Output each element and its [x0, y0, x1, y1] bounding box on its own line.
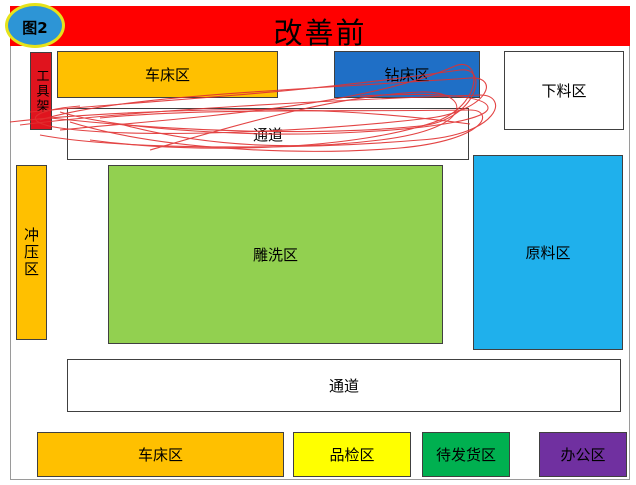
- diagram-title: 改善前: [273, 16, 367, 50]
- zone-office: 办公区: [539, 432, 627, 477]
- zone-raw-material: 原料区: [473, 155, 623, 350]
- scribble-loop-1: [34, 77, 487, 134]
- zone-aisle-top-label: 通道: [252, 125, 283, 144]
- zone-raw-material-label: 原料区: [525, 244, 571, 262]
- zone-stamping-label: 冲压区: [22, 227, 40, 278]
- zone-shipping-label: 待发货区: [435, 446, 496, 464]
- zone-shipping: 待发货区: [422, 432, 510, 477]
- zone-aisle-bottom-label: 通道: [328, 377, 359, 395]
- zone-aisle-bottom: 通道: [67, 359, 621, 412]
- zone-stamping: 冲压区: [16, 165, 47, 340]
- zone-lathe-bottom: 车床区: [37, 432, 284, 477]
- zone-carving: 雕洗区: [108, 165, 443, 344]
- zone-office-label: 办公区: [560, 446, 606, 464]
- scribble-loop-2: [19, 94, 497, 148]
- scribble-loop-3: [59, 64, 475, 149]
- title-bar: 改善前: [10, 6, 630, 50]
- scribble-loop-7: [59, 93, 489, 135]
- scribble-loop-6: [119, 91, 458, 151]
- zone-cutting: 下料区: [504, 51, 624, 130]
- zone-inspection: 品检区: [293, 432, 411, 477]
- scribble-loop-8: [9, 108, 471, 125]
- zone-carving-label: 雕洗区: [252, 246, 298, 264]
- zone-inspection-label: 品检区: [329, 446, 375, 464]
- scribble-loop-5: [29, 69, 477, 133]
- zone-lathe-top: 车床区: [57, 51, 278, 98]
- zone-lathe-bottom-label: 车床区: [137, 446, 183, 464]
- zone-cutting-label: 下料区: [541, 82, 587, 100]
- scribble-loop-4: [69, 109, 484, 152]
- zone-tool-rack-label: 工具架: [33, 68, 49, 114]
- zone-lathe-top-label: 车床区: [144, 66, 190, 84]
- figure-badge-label: 图2: [22, 19, 48, 37]
- zone-drill: 钻床区: [334, 51, 480, 98]
- figure-badge: 图2: [5, 3, 65, 48]
